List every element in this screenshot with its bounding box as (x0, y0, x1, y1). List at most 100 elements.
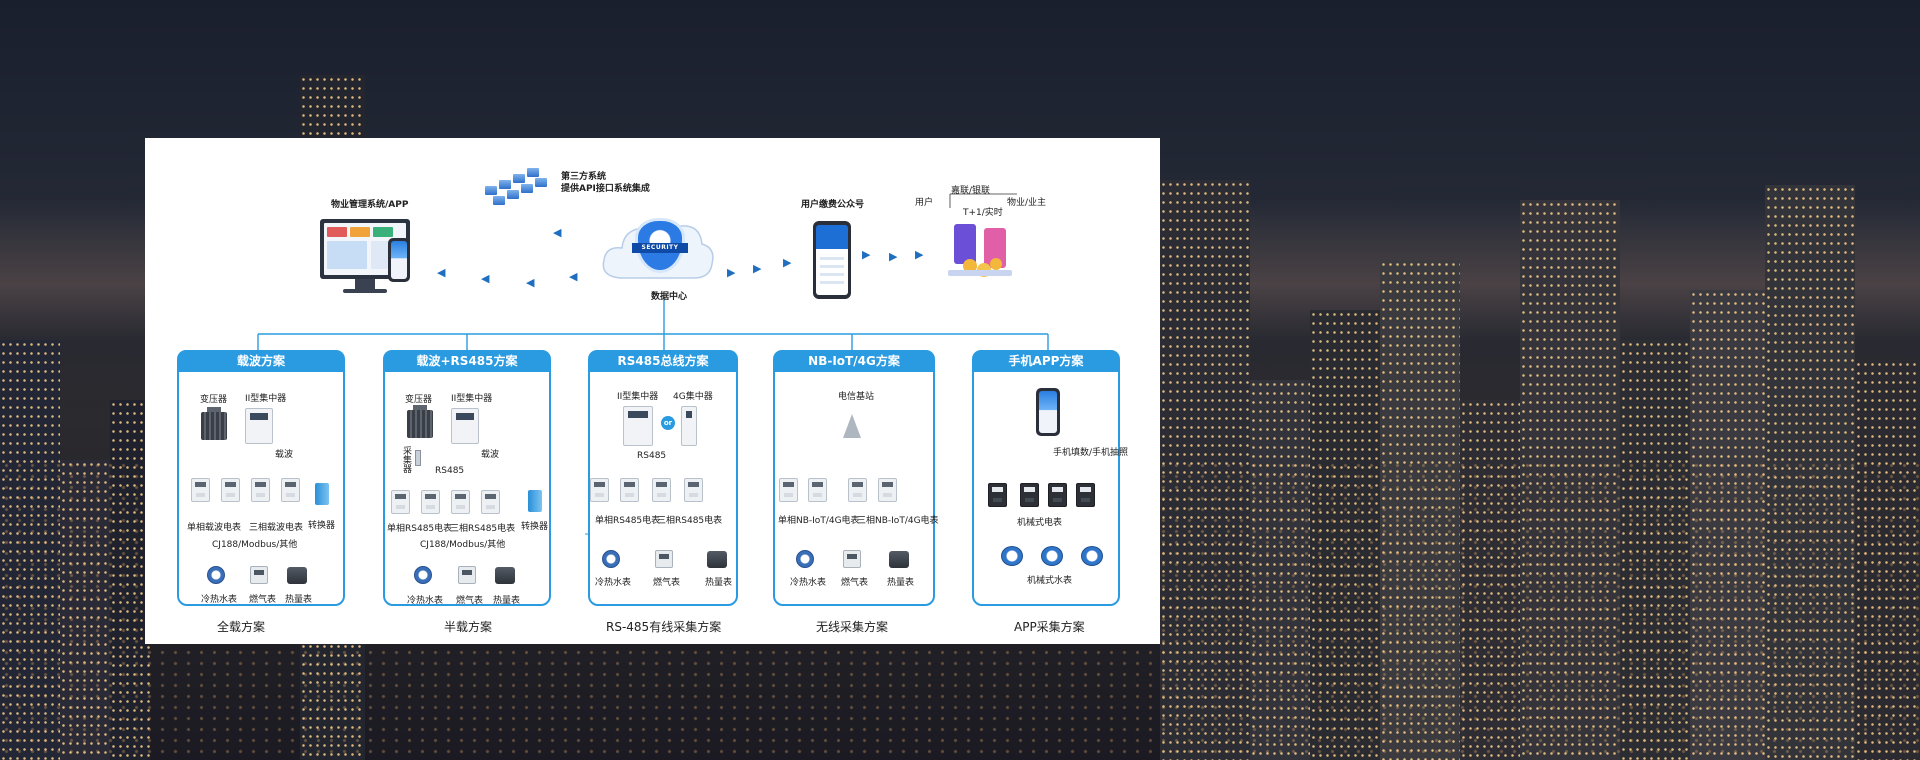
card-title: 手机APP方案 (972, 350, 1120, 372)
payment-illustration-icon (948, 224, 1012, 277)
heat-meter-label: 热量表 (285, 595, 313, 605)
mechanical-water-meter-label: 机械式水表 (1027, 576, 1073, 586)
card-footer: APP采集方案 (1014, 620, 1085, 634)
collector-label: 采集器 (403, 447, 413, 475)
electric-meter-icon (878, 478, 897, 502)
single-phase-meter-label: 单相RS485电表 (595, 516, 661, 526)
concentrator-label: II型集中器 (245, 394, 287, 404)
manual-reading-label: 手机填数/手机抽照 (1053, 448, 1129, 458)
phone-icon (1036, 388, 1060, 436)
gas-meter-label: 燃气表 (456, 596, 484, 606)
rs485-label: RS485 (435, 466, 465, 476)
carrier-label: 载波 (481, 450, 500, 460)
converter-label: 转换器 (521, 522, 549, 532)
building (1520, 200, 1620, 760)
converter-icon (315, 483, 329, 505)
building (1380, 260, 1460, 760)
arrow-left-icon: ◀ (526, 276, 535, 289)
three-phase-meter-label: 三相RS485电表 (450, 524, 516, 534)
concentrator-4g-label: 4G集中器 (673, 392, 713, 402)
water-meter-label: 冷热水表 (407, 596, 444, 606)
monitor-stand (355, 279, 375, 289)
mechanical-electric-meter-label: 机械式电表 (1017, 518, 1063, 528)
heat-meter-icon (889, 551, 909, 568)
heat-meter-icon (495, 567, 515, 584)
arrow-right-icon: ▶ (889, 250, 898, 263)
rs485-label: RS485 (637, 451, 667, 461)
arrow-left-icon: ◀ (569, 270, 578, 283)
card-footer: 半载方案 (444, 620, 493, 634)
electric-meter-icon (251, 478, 270, 502)
building (1250, 380, 1310, 760)
heat-meter-label: 热量表 (493, 596, 521, 606)
arrow-right-icon: ▶ (915, 248, 924, 261)
single-phase-meter-label: 单相NB-IoT/4G电表 (778, 516, 860, 526)
water-meter-icon (207, 566, 225, 584)
electric-meter-icon (281, 478, 300, 502)
owner-label: 物业/业主 (1007, 198, 1047, 208)
water-meter-icon (414, 566, 432, 584)
payment-phone-icon (813, 221, 851, 299)
building (1855, 360, 1920, 760)
card-title: 载波+RS485方案 (383, 350, 551, 372)
wechat-account-label: 用户缴费公众号 (801, 200, 865, 210)
server-cluster-icon (485, 168, 555, 208)
arrow-left-icon: ◀ (553, 226, 562, 239)
monitor-base (343, 289, 387, 293)
arrow-left-icon: ◀ (437, 266, 446, 279)
electric-meter-icon (684, 478, 703, 502)
collector-icon (415, 450, 421, 466)
card-title: NB-IoT/4G方案 (773, 350, 935, 372)
gas-meter-icon (655, 550, 673, 568)
building (1160, 180, 1250, 760)
electric-meter-icon (191, 478, 210, 502)
arrow-right-icon: ▶ (862, 248, 871, 261)
concentrator-4g-icon (681, 406, 697, 446)
three-phase-meter-label: 三相RS485电表 (657, 516, 723, 526)
building (110, 400, 150, 760)
third-party-api-label: 提供API接口系统集成 (561, 184, 650, 194)
cell-tower-icon (843, 414, 861, 438)
electric-meter-icon (848, 478, 867, 502)
mechanical-water-meter-icon (1081, 546, 1103, 566)
transformer-label: 变压器 (200, 395, 228, 405)
building (1765, 185, 1855, 760)
system-architecture-diagram: 物业管理系统/APP ◀ ◀ ◀ ◀ ◀ 第三方系统 提供API接口系统集成 S… (145, 138, 1160, 644)
electric-meter-icon (779, 478, 798, 502)
mechanical-meter-icon (1020, 483, 1039, 507)
or-badge: or (661, 416, 675, 430)
single-phase-meter-label: 单相RS485电表 (387, 524, 453, 534)
carrier-rs485-solution-card: 载波+RS485方案 (383, 350, 551, 606)
water-meter-label: 冷热水表 (595, 578, 632, 588)
card-footer: RS-485有线采集方案 (606, 620, 722, 634)
card-footer: 无线采集方案 (816, 620, 889, 634)
transformer-icon (407, 405, 433, 438)
transformer-label: 变压器 (405, 395, 433, 405)
building (1310, 310, 1380, 760)
electric-meter-icon (421, 490, 440, 514)
property-system-label: 物业管理系统/APP (331, 200, 409, 210)
electric-meter-icon (590, 478, 609, 502)
electric-meter-icon (808, 478, 827, 502)
building (1620, 340, 1690, 760)
card-footer: 全载方案 (217, 620, 266, 634)
three-phase-meter-label: 三相载波电表 (249, 523, 304, 533)
gas-meter-label: 燃气表 (841, 578, 869, 588)
heat-meter-label: 热量表 (887, 578, 915, 588)
water-meter-label: 冷热水表 (201, 595, 238, 605)
arrow-right-icon: ▶ (727, 266, 736, 279)
transformer-icon (201, 407, 227, 440)
electric-meter-icon (391, 490, 410, 514)
arrow-left-icon: ◀ (481, 272, 490, 285)
concentrator-label: II型集中器 (451, 394, 493, 404)
protocol-label: CJ188/Modbus/其他 (420, 540, 506, 550)
concentrator-icon (451, 408, 479, 444)
heat-meter-icon (707, 551, 727, 568)
mechanical-water-meter-icon (1041, 546, 1063, 566)
tower-label: 电信基站 (838, 392, 875, 402)
arrow-right-icon: ▶ (753, 262, 762, 275)
phone-icon (388, 238, 410, 282)
building (1690, 290, 1765, 760)
building (1460, 400, 1520, 760)
